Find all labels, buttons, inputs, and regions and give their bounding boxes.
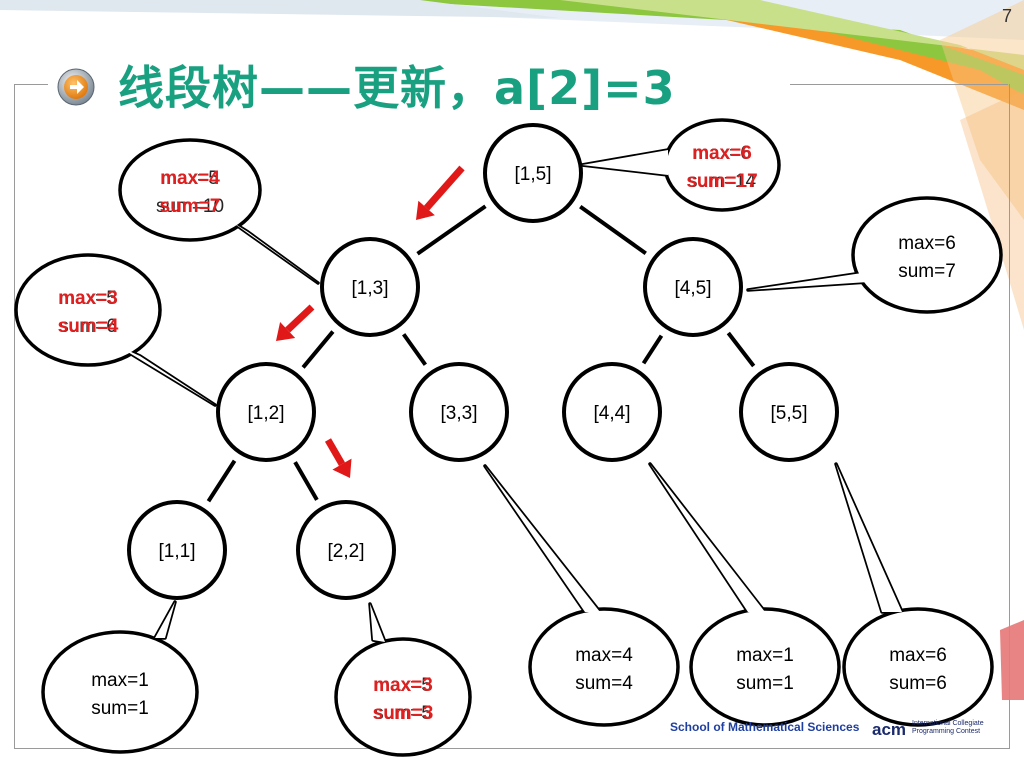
callout-max: max=4: [160, 168, 220, 189]
callout-bubble: [689, 607, 841, 727]
traversal-arrow-head: [332, 458, 352, 478]
school-logo-text: School of Mathematical Sciences: [670, 720, 860, 734]
callout-sum: sum=6: [889, 673, 947, 694]
callout-sum: sum=7: [160, 196, 221, 217]
callout-max: max=3: [373, 675, 433, 696]
callout-max: max=4: [575, 645, 633, 666]
callout-max: max=6: [692, 143, 752, 164]
tree-edge: [402, 333, 427, 366]
callout-sum: sum=3: [373, 703, 434, 724]
traversal-arrow-shaft: [285, 304, 315, 333]
callout-seam: [748, 273, 868, 290]
callout-sum: sum=7: [898, 261, 956, 282]
tree-node: [483, 123, 583, 223]
content-frame: [14, 84, 1010, 749]
tree-node: [296, 500, 396, 600]
acm-caption-line2: Programming Contest: [912, 728, 981, 735]
tree-edge: [206, 459, 237, 503]
callout-seam: [650, 464, 765, 612]
tree-node: [643, 237, 743, 337]
callout-sum: sum=4: [575, 673, 633, 694]
tree-edge: [416, 204, 487, 256]
frame-top-right: [790, 84, 1008, 85]
tree-node: [409, 362, 509, 462]
callout-max: max=6: [889, 645, 947, 666]
callout-seam: [582, 150, 668, 175]
tree-node-label: [1,1]: [159, 541, 196, 562]
tree-edge: [301, 330, 335, 369]
callout-max: max=1: [736, 645, 794, 666]
callout-max: max=1: [91, 670, 149, 691]
callout-old-sum: sum=5: [374, 703, 432, 724]
frame-top-left: [14, 84, 48, 85]
callout-old-sum: sum=6: [59, 316, 117, 337]
tree-edge: [293, 461, 319, 501]
tree-node: [127, 500, 227, 600]
page-title: 线段树——更新，a[2]=3: [118, 61, 676, 115]
callout-sum: sum=4: [58, 316, 119, 337]
callout-old-sum: sum=10: [156, 196, 224, 217]
tree-node-label: [5,5]: [771, 403, 808, 424]
callout-sum: sum=17: [686, 171, 757, 192]
tree-node-label: [1,3]: [352, 278, 389, 299]
tree-edge: [579, 205, 647, 255]
callout-old-sum: sum=14: [688, 171, 757, 192]
traversal-arrow-shaft: [324, 438, 346, 466]
callout-max: max=3: [58, 288, 118, 309]
callout-bubble: [851, 196, 1003, 314]
callout-bubble: [842, 607, 994, 727]
callout-seam: [836, 464, 902, 612]
callout-seam: [118, 346, 215, 405]
callout-sum: sum=1: [91, 698, 149, 719]
callout-seam: [155, 602, 175, 638]
callout-seam: [232, 222, 318, 283]
callout-sum: sum=1: [736, 673, 794, 694]
callout-old-max: max=5: [59, 288, 117, 309]
callout-bubble: [14, 253, 162, 367]
callout-seam: [370, 604, 385, 642]
traversal-arrow-head: [276, 322, 296, 341]
acm-logo-caption: International Collegiate Programming Con…: [912, 720, 992, 736]
tree-node-label: [3,3]: [441, 403, 478, 424]
tree-node: [562, 362, 662, 462]
acm-logo: acm: [872, 720, 907, 739]
traversal-arrow-head: [416, 200, 435, 220]
callout-old-max: max=5: [161, 168, 219, 189]
callout-old-max: max=5: [374, 675, 432, 696]
tree-edge: [726, 331, 756, 368]
tree-node: [320, 237, 420, 337]
callout-seam: [485, 466, 600, 612]
tree-node-label: [1,2]: [248, 403, 285, 424]
callout-bubble: [528, 607, 680, 727]
callout-old-max: max=6: [693, 143, 751, 164]
callout-bubble: [41, 630, 199, 754]
arrow-bullet-icon: [57, 68, 95, 106]
callout-bubble: [663, 118, 781, 212]
tree-node-label: [2,2]: [328, 541, 365, 562]
tree-node-label: [4,5]: [675, 278, 712, 299]
callout-max: max=6: [898, 233, 956, 254]
tree-node-label: [1,5]: [515, 164, 552, 185]
acm-caption-line1: International Collegiate: [912, 720, 984, 727]
tree-edge: [641, 334, 664, 365]
tree-node: [216, 362, 316, 462]
traversal-arrow-shaft: [423, 165, 465, 211]
callout-bubble: [334, 637, 472, 757]
tree-node: [739, 362, 839, 462]
page-number: 7: [1001, 6, 1012, 26]
callout-bubble: [118, 138, 262, 242]
tree-node-label: [4,4]: [594, 403, 631, 424]
